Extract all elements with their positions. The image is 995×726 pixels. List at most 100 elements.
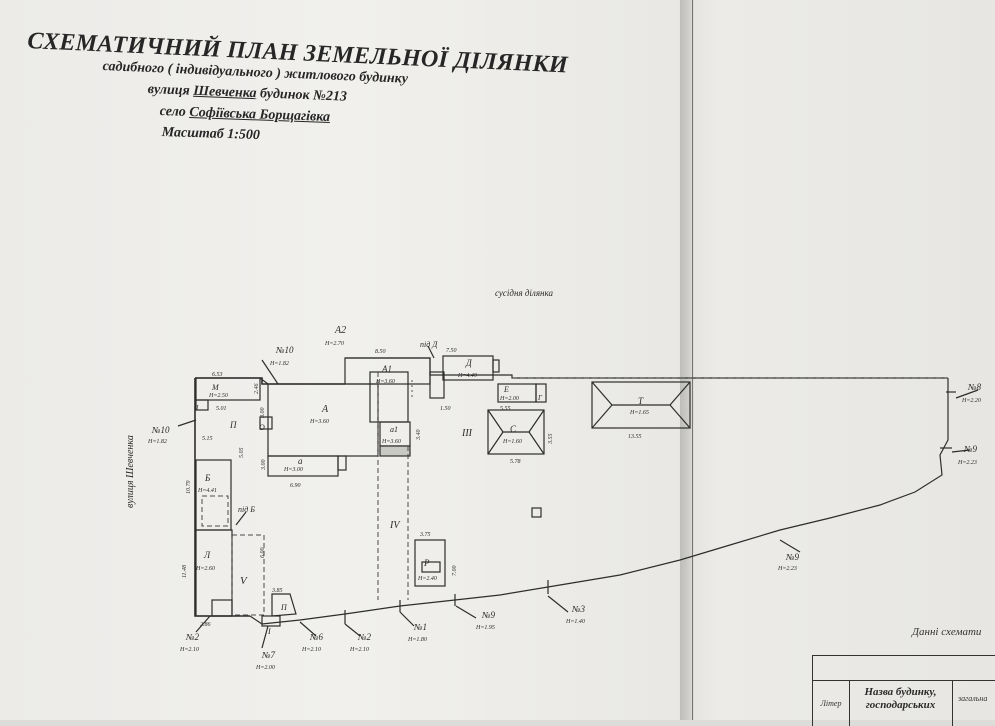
plan-labels: сусідня ділянка вулиця Шевченка А2 H=2.7… — [125, 288, 981, 671]
label-n9-mid: №9 — [785, 552, 799, 562]
label-o: О — [259, 423, 265, 432]
plot-boundary — [194, 357, 949, 625]
table-name-line1: Назва будинку, — [864, 686, 937, 698]
label-h-annex: I — [195, 404, 199, 412]
label-n10-top-height: H=1.82 — [269, 361, 289, 367]
label-n3: №3 — [571, 604, 585, 614]
building-m — [195, 377, 269, 411]
label-pid-b: під Б — [238, 505, 255, 514]
table-name-line2: господарських — [865, 699, 936, 711]
label-pid-d: під Д — [420, 340, 438, 349]
label-n10-left-height: H=1.82 — [147, 439, 167, 445]
dim-555: 5.55 — [500, 406, 511, 412]
leader-lines — [177, 345, 979, 649]
building-t — [591, 381, 691, 429]
fence-ticks — [344, 391, 956, 624]
dim-1355: 13.55 — [628, 434, 642, 440]
label-t: Т — [638, 396, 644, 406]
dim-600b: 6.00 — [260, 548, 266, 559]
label-a: А — [321, 404, 329, 415]
label-iii: III — [461, 428, 473, 439]
dim-150: 1.50 — [440, 406, 451, 412]
label-n6: №6 — [309, 632, 323, 642]
label-e-height: H=2.00 — [499, 396, 519, 402]
label-r-height: H=2.40 — [417, 575, 437, 582]
label-v: V — [240, 575, 248, 587]
dim-246: 2.46 — [253, 384, 260, 395]
label-d-height: H=4.40 — [457, 372, 477, 379]
label-n9-right: №9 — [963, 444, 977, 454]
label-d: Д — [465, 358, 473, 368]
label-m-height: H=2.50 — [208, 393, 228, 399]
building-c — [487, 409, 545, 455]
label-n3-height: H=1.40 — [565, 618, 585, 625]
label-n7-height: H=2.00 — [255, 665, 275, 671]
dim-515: 5.15 — [202, 436, 213, 442]
label-a1: А1 — [381, 364, 392, 374]
dim-653: 6.53 — [212, 372, 223, 378]
building-r — [414, 539, 446, 587]
data-note: Данні схемати — [912, 626, 982, 638]
dim-355: 3.55 — [548, 434, 554, 446]
label-c: С — [510, 424, 517, 434]
label-n1: №1 — [413, 622, 427, 632]
street-vertical-label: вулиця Шевченка — [125, 435, 136, 508]
label-n9-right-height: H=2.23 — [957, 460, 977, 466]
label-n2-right-height: H=2.10 — [349, 647, 369, 653]
label-t-height: H=1.65 — [629, 410, 649, 416]
label-n9-mid-height: H=2.23 — [777, 566, 797, 572]
table-total-cell: загальна — [958, 694, 988, 703]
well-symbol — [531, 507, 542, 518]
label-n2-left: №2 — [185, 632, 199, 642]
label-a2: А2 — [334, 325, 346, 336]
building-l — [195, 529, 265, 617]
dim-700: 7.00 — [452, 566, 458, 577]
label-b: Б — [204, 473, 211, 483]
label-n10-left: №10 — [151, 425, 170, 435]
label-m: М — [211, 383, 220, 392]
label-p-yard: П — [229, 420, 237, 430]
label-g: Г — [537, 394, 543, 402]
label-n9-left-height: H=1.95 — [475, 625, 495, 631]
label-i-small: I — [267, 627, 271, 636]
label-a-small-height: H=3.00 — [283, 467, 303, 473]
dim-286: 2.86 — [200, 622, 211, 628]
building-p — [261, 593, 297, 627]
dim-375: 3.75 — [419, 532, 431, 538]
label-n1-height: H=1.80 — [407, 637, 427, 643]
label-b-height: H=4.41 — [197, 487, 217, 494]
label-p-small: П — [280, 603, 288, 612]
label-a2-height: H=2.70 — [324, 341, 344, 347]
label-l-height: H=2.60 — [195, 566, 215, 572]
dim-750: 7.50 — [446, 348, 457, 354]
dim-1148: 11.48 — [181, 565, 188, 578]
label-n2-left-height: H=2.10 — [179, 647, 199, 653]
table-liter-cell: Літер — [812, 680, 850, 726]
building-b — [195, 459, 232, 531]
label-n8: №8 — [967, 382, 981, 392]
dim-505: 5.05 — [239, 448, 245, 459]
building-d-e — [411, 355, 547, 403]
table-name-cell: Назва будинку, господарських — [849, 680, 953, 726]
label-n8-height: H=2.20 — [961, 398, 981, 404]
label-n10-top: №10 — [275, 345, 294, 355]
building-a — [259, 357, 431, 600]
dim-340: 3.40 — [415, 430, 422, 442]
label-e: Е — [503, 385, 509, 394]
label-a1-small: а1 — [390, 425, 398, 434]
label-a1-small-height: H=3.60 — [381, 439, 401, 445]
label-l: Л — [203, 550, 211, 560]
dim-578: 5.78 — [510, 459, 521, 465]
paper-fold-shadow — [680, 0, 694, 720]
label-a-small: а — [298, 456, 303, 466]
paper-fold-line — [692, 0, 693, 720]
label-r: Р — [423, 558, 430, 568]
neighbor-label: сусідня ділянка — [495, 288, 553, 298]
label-n2-right: №2 — [357, 632, 371, 642]
dim-600: 8.00 — [260, 408, 266, 419]
label-n9-left: №9 — [481, 610, 495, 620]
label-a1-height: H=3.60 — [375, 379, 395, 385]
dim-385: 3.85 — [271, 588, 283, 594]
legend-table: Літер Назва будинку, господарських загал… — [812, 655, 995, 726]
dim-690: 6.90 — [290, 483, 301, 489]
